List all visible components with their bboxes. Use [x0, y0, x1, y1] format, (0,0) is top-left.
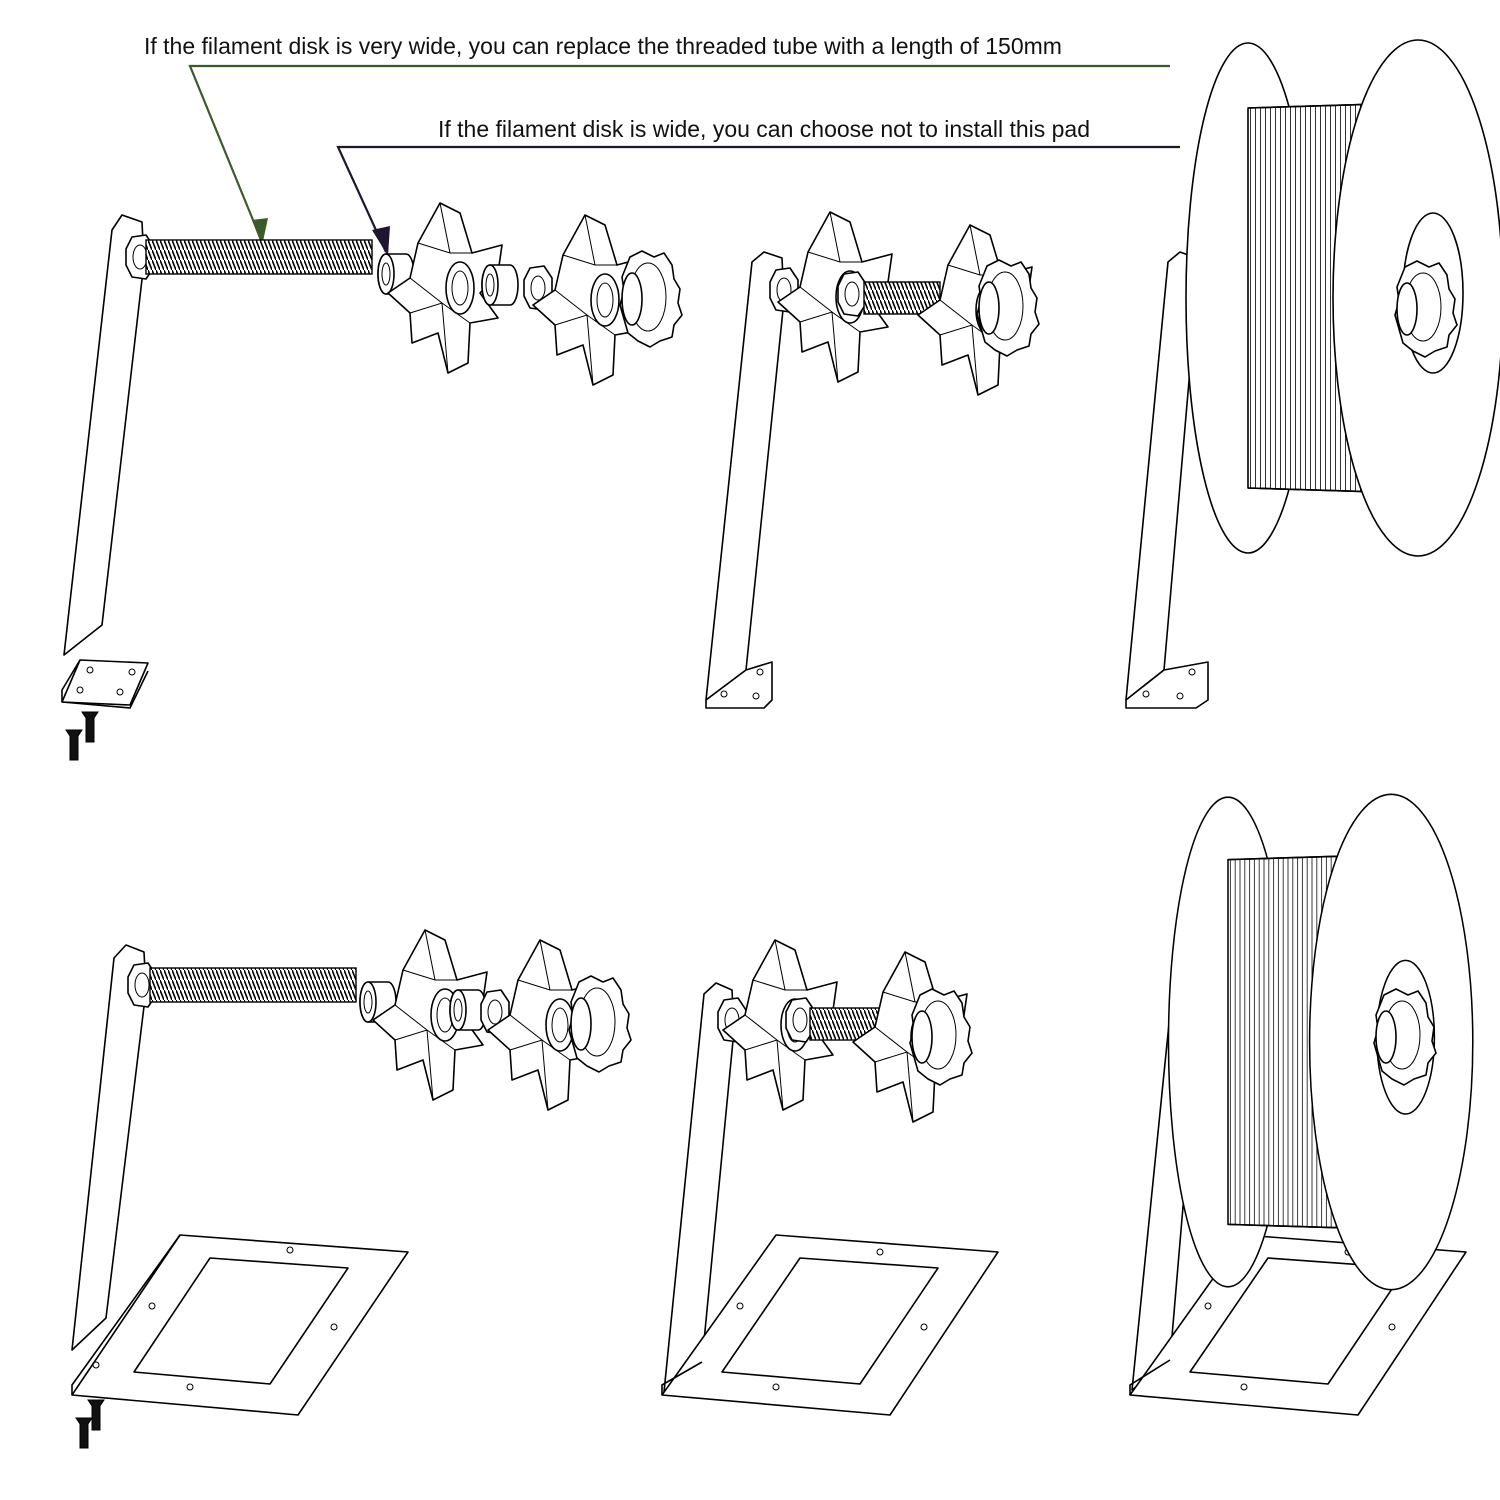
panel-bottom-with-spool [1129, 793, 1474, 1416]
panel-top-assembled [705, 211, 1040, 709]
panel-bottom-exploded [71, 929, 632, 1449]
panel-top-with-spool [1125, 39, 1500, 709]
knob [568, 975, 632, 1073]
lock-nut [837, 271, 867, 317]
knob [619, 250, 683, 348]
panel-bottom-assembled [661, 939, 999, 1416]
upright-arm [705, 251, 785, 701]
tube-leader-line [188, 64, 1170, 243]
base-plate [661, 1234, 999, 1416]
pad-leader-line [336, 145, 1180, 253]
mounting-screw [75, 1417, 93, 1449]
mounting-screw [87, 1399, 105, 1431]
base-plate-window [721, 1257, 939, 1385]
knob [909, 988, 973, 1086]
spacer-sleeve [481, 264, 519, 306]
upright-arm [63, 214, 145, 656]
base-plate [71, 1234, 409, 1416]
tube-annotation: If the filament disk is very wide, you c… [144, 33, 1062, 59]
base-plate-window [133, 1257, 349, 1385]
pad-annotation: If the filament disk is wide, you can ch… [438, 116, 1090, 142]
mounting-screw [65, 729, 83, 761]
knob [1394, 260, 1458, 358]
threaded-rod [149, 967, 357, 1003]
small-foot-plate [61, 659, 149, 706]
threaded-rod [145, 239, 373, 275]
pad-leader-arrowhead [372, 226, 390, 256]
panel-top-exploded [61, 202, 683, 761]
knob [1373, 988, 1437, 1086]
mounting-screw [81, 711, 99, 743]
knob [976, 259, 1040, 357]
tube-leader-arrowhead [252, 218, 268, 246]
